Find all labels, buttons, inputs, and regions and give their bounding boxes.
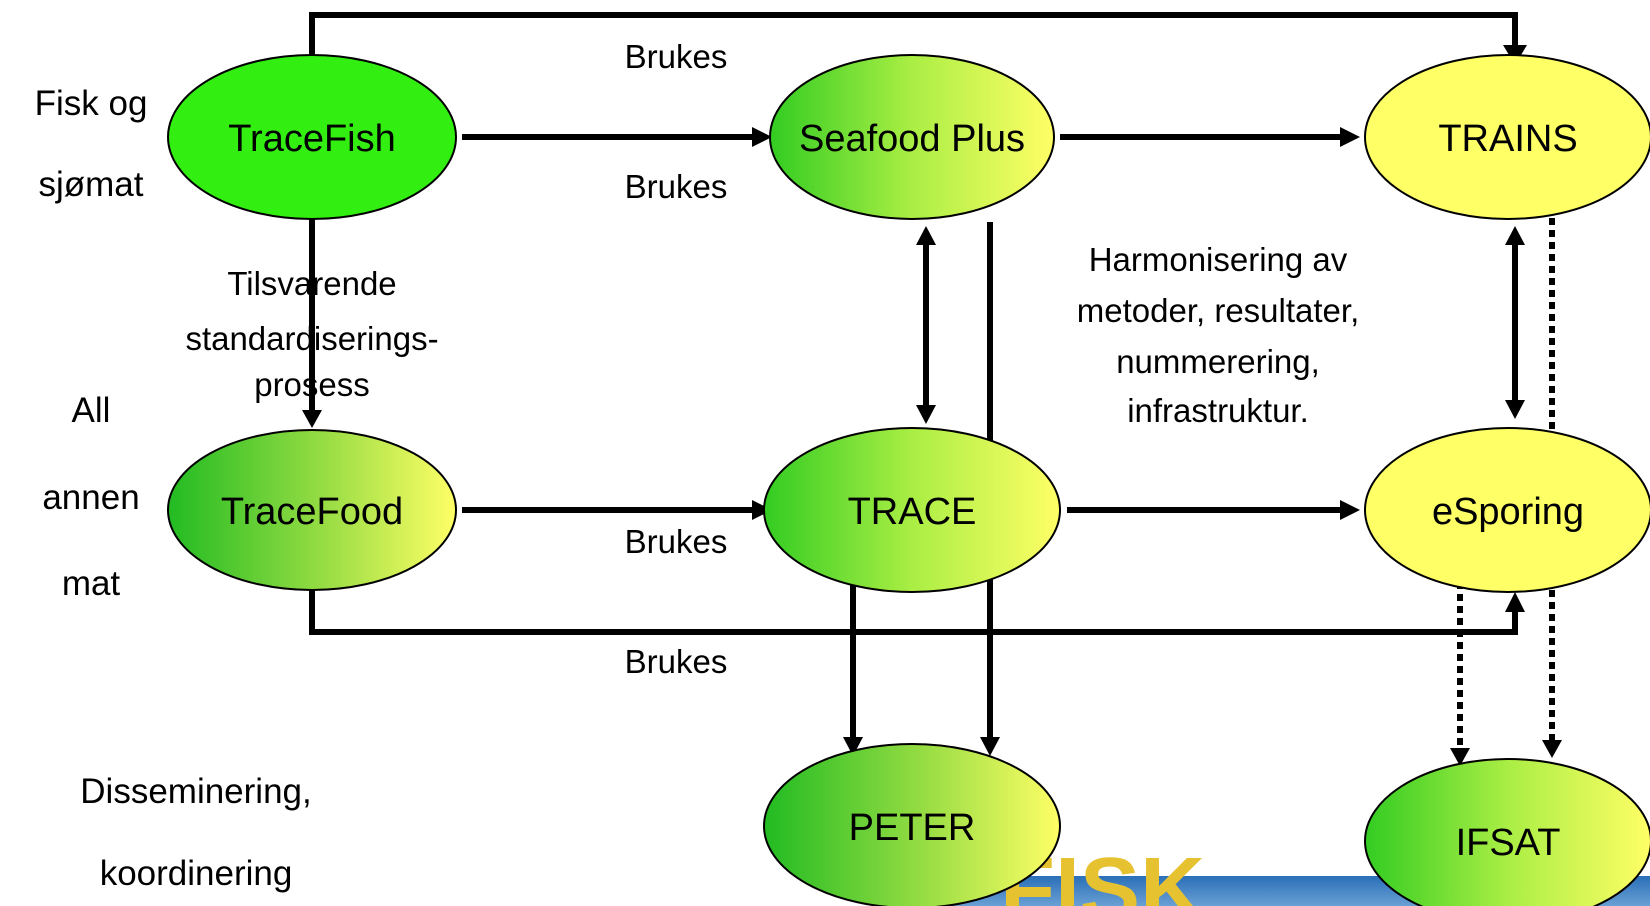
row-label-diss-2: koordinering: [100, 854, 293, 893]
node-label: Seafood Plus: [799, 118, 1025, 160]
node-label: TRACE: [848, 491, 977, 533]
label-harm-2: metoder, resultater,: [1077, 292, 1359, 329]
node-tracefood[interactable]: TraceFood: [167, 429, 457, 591]
node-label: PETER: [849, 807, 976, 849]
row-label-fish-2: sjømat: [39, 165, 144, 204]
node-seafood-plus[interactable]: Seafood Plus: [769, 54, 1055, 220]
arrowhead-trains: [1340, 127, 1360, 147]
node-esporing[interactable]: eSporing: [1364, 427, 1650, 593]
arrowhead-esporing-bottom: [1505, 592, 1525, 612]
label-harm-4: infrastruktur.: [1127, 392, 1309, 429]
node-label: eSporing: [1432, 491, 1584, 533]
arrowhead-ifsat-left: [1450, 748, 1470, 766]
node-trace[interactable]: TRACE: [763, 427, 1061, 593]
row-label-other-2: annen: [42, 478, 139, 517]
arrowhead-peter-right: [980, 737, 1000, 756]
arrowhead-seafood: [752, 127, 772, 147]
node-label: TraceFish: [228, 118, 396, 160]
node-label: TraceFood: [221, 491, 403, 533]
label-bottom-loop: Brukes: [625, 643, 728, 680]
label-top-loop: Brukes: [625, 38, 728, 75]
node-label: TRAINS: [1438, 118, 1577, 160]
label-tracefish-seafood: Brukes: [625, 168, 728, 205]
node-label: IFSAT: [1456, 822, 1561, 864]
arrowhead-tracefood: [302, 410, 322, 428]
label-standard-2: standardiserings-: [185, 320, 438, 357]
arrowhead-trace: [752, 500, 772, 520]
arrowhead-esporing: [1340, 500, 1360, 520]
arrowhead-trace-up: [916, 405, 936, 424]
label-tracefood-trace: Brukes: [625, 523, 728, 560]
arrowhead-seafood-up: [916, 226, 936, 245]
label-harm-1: Harmonisering av: [1089, 241, 1348, 278]
edge-bottom-loop: [309, 585, 1518, 635]
row-label-other-3: mat: [62, 564, 121, 603]
label-standard-1: Tilsvarende: [227, 265, 396, 302]
arrowhead-peter-left: [843, 737, 863, 756]
arrowhead-trains-up: [1505, 226, 1525, 245]
label-harm-3: nummerering,: [1116, 343, 1320, 380]
arrowhead-esporing-down: [1505, 400, 1525, 419]
label-standard-3: prosess: [254, 366, 370, 403]
node-ifsat[interactable]: IFSAT: [1364, 758, 1650, 906]
node-tracefish[interactable]: TraceFish: [167, 54, 457, 220]
row-label-diss-1: Disseminering,: [80, 772, 311, 811]
row-label-other-1: All: [72, 391, 111, 430]
arrowhead-ifsat-right: [1542, 740, 1562, 758]
row-label-fish-1: Fisk og: [35, 84, 148, 123]
node-peter[interactable]: PETER: [763, 743, 1061, 906]
node-trains[interactable]: TRAINS: [1364, 54, 1650, 220]
